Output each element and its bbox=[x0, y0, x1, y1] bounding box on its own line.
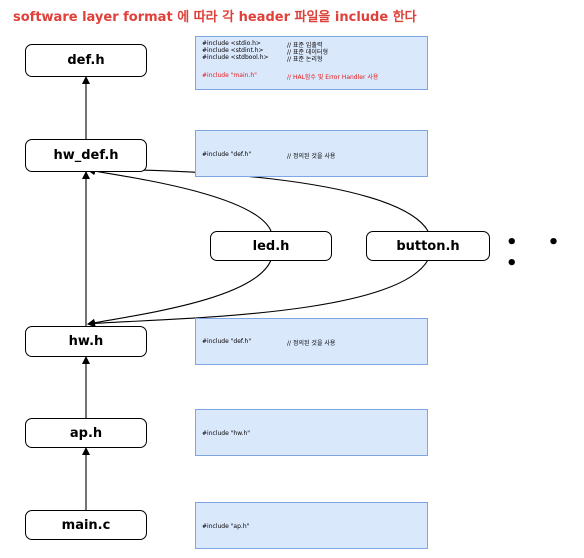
note-line: #include "hw.h" bbox=[202, 430, 251, 437]
diagram-title: software layer format 에 따라 각 header 파일을 … bbox=[13, 10, 417, 25]
note-line: #include "def.h"// 정의된 것을 사용 bbox=[202, 338, 336, 347]
note-line: #include "def.h"// 정의된 것을 사용 bbox=[202, 151, 336, 160]
note-main-c: #include "ap.h" bbox=[195, 502, 428, 549]
node-hw-h: hw.h bbox=[25, 326, 147, 357]
note-line: #include <stdio.h>// 표준 입출력 bbox=[202, 40, 323, 49]
note-line: #include "ap.h" bbox=[202, 523, 250, 530]
arrow-led-to-hw bbox=[87, 259, 272, 327]
arrow-led-to-hwdef bbox=[87, 167, 272, 232]
node-button-h: button.h bbox=[366, 231, 490, 261]
node-led-h: led.h bbox=[210, 231, 332, 261]
note-def-h: #include <stdio.h>// 표준 입출력 #include <st… bbox=[195, 36, 428, 90]
more-modules-ellipsis: • • • bbox=[506, 232, 572, 274]
note-hw-def-h: #include "def.h"// 정의된 것을 사용 bbox=[195, 130, 428, 177]
node-def-h: def.h bbox=[25, 44, 147, 77]
note-line: #include <stdbool.h>// 표준 논리형 bbox=[202, 54, 323, 63]
note-line: #include <stdint.h>// 표준 데이터형 bbox=[202, 47, 328, 56]
note-ap-h: #include "hw.h" bbox=[195, 409, 428, 456]
arrow-button-to-hw bbox=[87, 259, 429, 328]
node-ap-h: ap.h bbox=[25, 418, 147, 448]
node-hw-def-h: hw_def.h bbox=[25, 139, 147, 172]
note-hw-h: #include "def.h"// 정의된 것을 사용 bbox=[195, 318, 428, 365]
node-main-c: main.c bbox=[25, 510, 147, 540]
note-line-highlight: #include "main.h"// HAL함수 및 Error Handle… bbox=[202, 72, 379, 81]
